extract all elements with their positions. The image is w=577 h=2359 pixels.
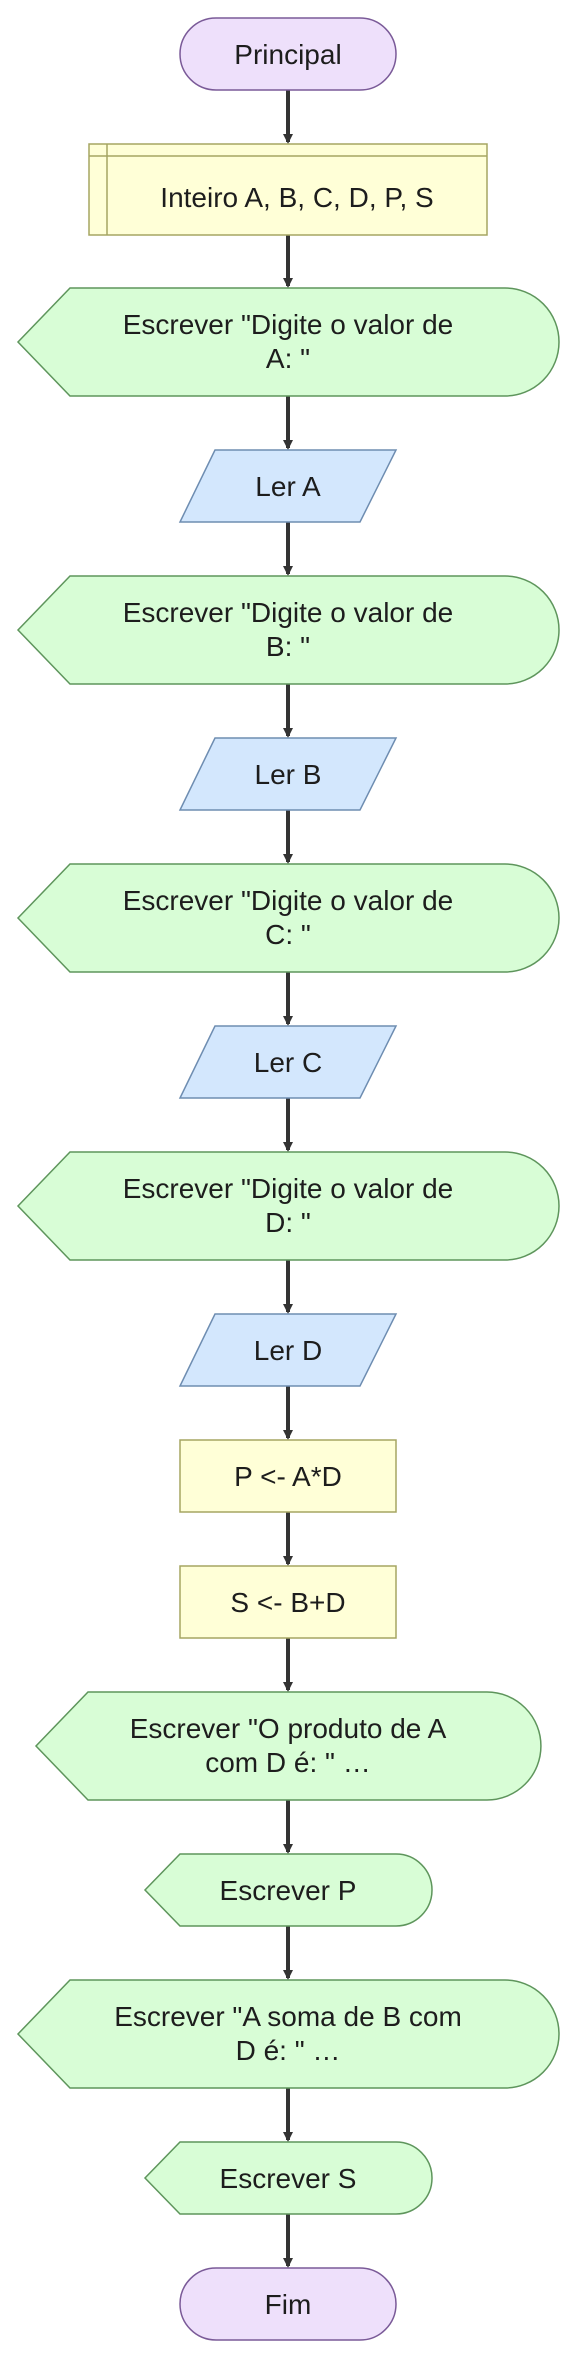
start-terminal: Principal	[179, 17, 397, 91]
input-read-b-label: Ler B	[255, 759, 322, 790]
end-label: Fim	[265, 2289, 312, 2320]
output-sum-message-line2: D é: " …	[236, 2035, 341, 2066]
declaration-box: Inteiro A, B, C, D, P, S	[88, 143, 488, 236]
output-write-s: Escrever S	[143, 2141, 433, 2215]
declaration-label: Inteiro A, B, C, D, P, S	[160, 182, 433, 213]
output-write-s-label: Escrever S	[220, 2163, 357, 2194]
output-product-message: Escrever "O produto de A com D é: " …	[34, 1691, 542, 1801]
output-write-p: Escrever P	[143, 1853, 433, 1927]
input-read-a: Ler A	[178, 449, 398, 523]
output-sum-message: Escrever "A soma de B com D é: " …	[16, 1979, 560, 2089]
output-prompt-d-line1: Escrever "Digite o valor de	[123, 1173, 454, 1204]
output-sum-message-line1: Escrever "A soma de B com	[114, 2001, 462, 2032]
output-prompt-b: Escrever "Digite o valor de B: "	[16, 575, 560, 685]
output-prompt-a-line2: A: "	[266, 343, 310, 374]
output-product-message-line2: com D é: " …	[205, 1747, 371, 1778]
output-prompt-b-line2: B: "	[266, 631, 310, 662]
process-assign-s-label: S <- B+D	[230, 1587, 345, 1618]
input-read-b: Ler B	[178, 737, 398, 811]
output-prompt-d-line2: D: "	[265, 1207, 311, 1238]
input-read-d: Ler D	[178, 1313, 398, 1387]
process-assign-s: S <- B+D	[179, 1565, 397, 1639]
output-prompt-c-line1: Escrever "Digite o valor de	[123, 885, 454, 916]
output-product-message-line1: Escrever "O produto de A	[130, 1713, 447, 1744]
output-prompt-a-line1: Escrever "Digite o valor de	[123, 309, 454, 340]
input-read-a-label: Ler A	[255, 471, 321, 502]
process-assign-p: P <- A*D	[179, 1439, 397, 1513]
output-prompt-b-line1: Escrever "Digite o valor de	[123, 597, 454, 628]
input-read-d-label: Ler D	[254, 1335, 322, 1366]
input-read-c-label: Ler C	[254, 1047, 322, 1078]
input-read-c: Ler C	[178, 1025, 398, 1099]
process-assign-p-label: P <- A*D	[234, 1461, 342, 1492]
output-prompt-c: Escrever "Digite o valor de C: "	[16, 863, 560, 973]
start-label: Principal	[234, 39, 341, 70]
output-prompt-c-line2: C: "	[265, 919, 311, 950]
output-prompt-d: Escrever "Digite o valor de D: "	[16, 1151, 560, 1261]
end-terminal: Fim	[179, 2267, 397, 2341]
output-write-p-label: Escrever P	[220, 1875, 357, 1906]
output-prompt-a: Escrever "Digite o valor de A: "	[16, 287, 560, 397]
